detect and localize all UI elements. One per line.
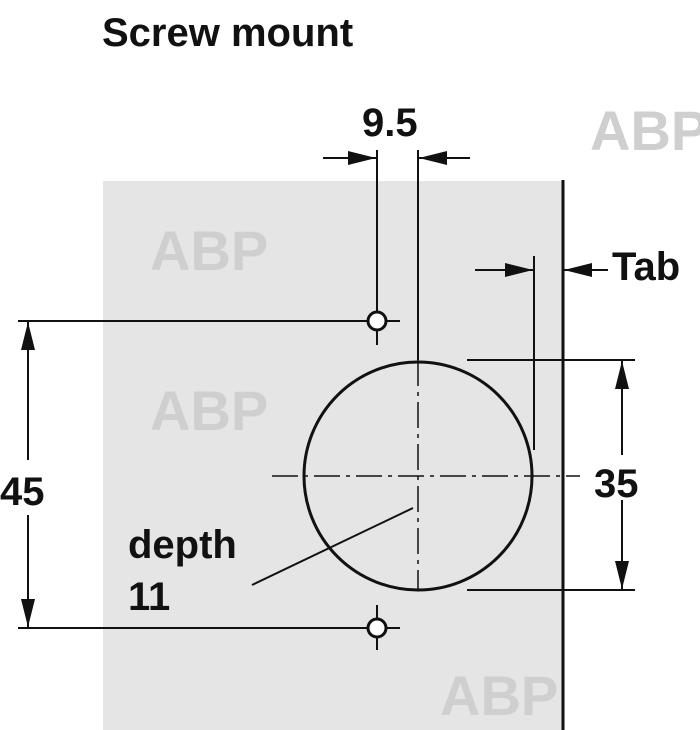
watermarks: ABP ABP ABP ABP [150, 99, 700, 727]
screw-hole-top [366, 310, 388, 332]
watermark: ABP [150, 219, 268, 282]
screw-offset-label: 9.5 [362, 101, 418, 145]
watermark: ABP [440, 664, 558, 727]
depth-value: 11 [128, 575, 170, 619]
depth-label: depth [128, 523, 237, 567]
watermark: ABP [590, 99, 700, 162]
hole-spacing-label: 45 [0, 470, 45, 514]
tab-label: Tab [612, 245, 680, 289]
depth-leader [251, 507, 414, 586]
watermark: ABP [150, 379, 268, 442]
cup-diameter-label: 35 [594, 462, 639, 506]
screw-hole-bottom [366, 617, 388, 639]
diagram-title: Screw mount [102, 11, 353, 55]
